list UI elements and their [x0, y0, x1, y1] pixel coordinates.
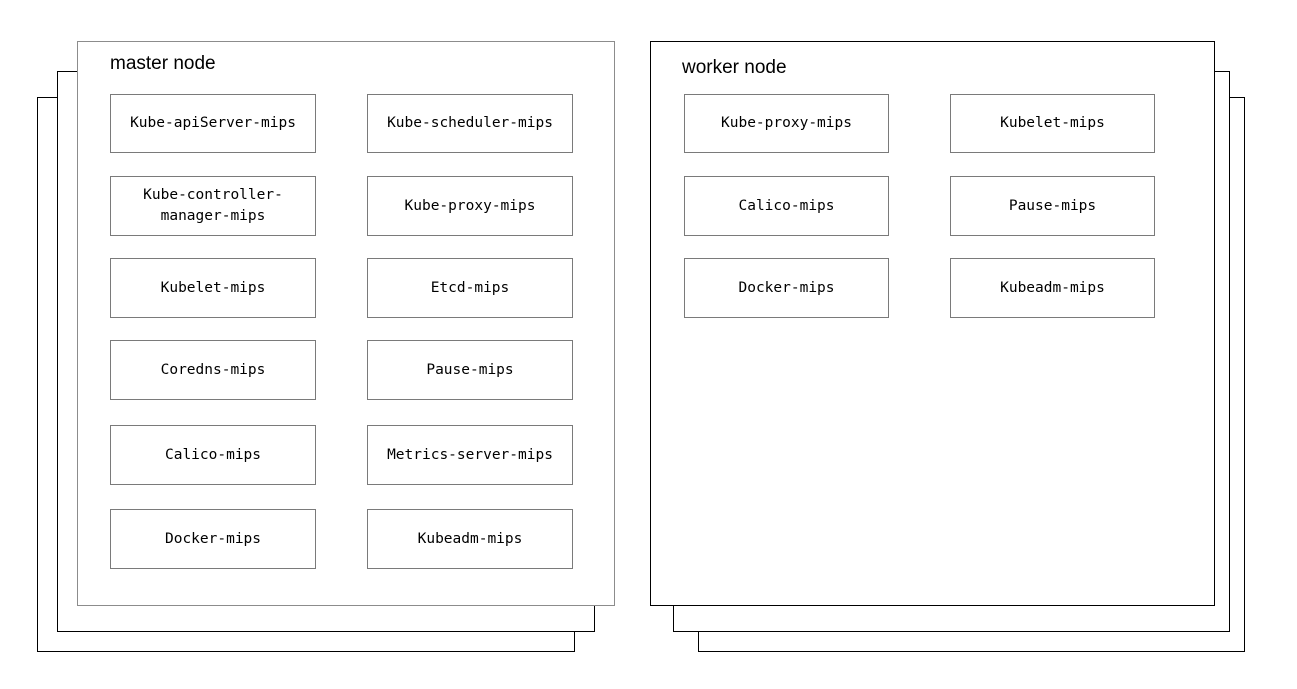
component-label: Kube-apiServer-mips: [130, 115, 296, 131]
component-box-pause[interactable]: Pause-mips: [367, 340, 573, 400]
component-box-kube-proxy[interactable]: Kube-proxy-mips: [684, 94, 889, 153]
component-box-kube-controller-manager[interactable]: Kube-controller-manager-mips: [110, 176, 316, 236]
component-box-coredns[interactable]: Coredns-mips: [110, 340, 316, 400]
component-label: Kubelet-mips: [1000, 115, 1105, 131]
component-label: Pause-mips: [426, 361, 514, 378]
master-node-title: master node: [110, 53, 216, 74]
component-label: Kubelet-mips: [160, 279, 266, 296]
component-label: Docker-mips: [164, 530, 262, 547]
component-label: Pause-mips: [1008, 197, 1097, 214]
component-label: Kube-controller-manager-mips: [143, 187, 283, 224]
component-label: Kubeadm-mips: [417, 530, 523, 547]
component-label: Kube-proxy-mips: [721, 115, 852, 131]
component-label: Kube-scheduler-mips: [387, 115, 553, 131]
component-label: Kube-proxy-mips: [404, 197, 536, 214]
component-label: Calico-mips: [738, 197, 835, 214]
component-box-docker[interactable]: Docker-mips: [110, 509, 316, 569]
master-node-card[interactable]: master node Kube-apiServer-mips Kube-con…: [77, 41, 615, 606]
component-box-kube-scheduler[interactable]: Kube-scheduler-mips: [367, 94, 573, 153]
component-box-calico[interactable]: Calico-mips: [110, 425, 316, 485]
component-label: Kubeadm-mips: [1000, 279, 1105, 296]
component-label: Calico-mips: [164, 446, 262, 463]
component-box-kubelet[interactable]: Kubelet-mips: [110, 258, 316, 318]
component-box-kubelet[interactable]: Kubelet-mips: [950, 94, 1155, 153]
component-box-docker[interactable]: Docker-mips: [684, 258, 889, 318]
component-box-metrics-server[interactable]: Metrics-server-mips: [367, 425, 573, 485]
component-box-etcd[interactable]: Etcd-mips: [367, 258, 573, 318]
component-box-kubeadm[interactable]: Kubeadm-mips: [950, 258, 1155, 318]
component-label: Docker-mips: [738, 279, 835, 296]
worker-node-card[interactable]: worker node Kube-proxy-mips Calico-mips …: [650, 41, 1215, 606]
component-box-calico[interactable]: Calico-mips: [684, 176, 889, 236]
component-box-kube-apiserver[interactable]: Kube-apiServer-mips: [110, 94, 316, 153]
component-label: Coredns-mips: [160, 361, 266, 378]
component-label: Metrics-server-mips: [387, 446, 553, 463]
worker-node-title: worker node: [682, 57, 787, 78]
component-label: Etcd-mips: [430, 279, 510, 296]
component-box-pause[interactable]: Pause-mips: [950, 176, 1155, 236]
component-box-kube-proxy[interactable]: Kube-proxy-mips: [367, 176, 573, 236]
component-box-kubeadm[interactable]: Kubeadm-mips: [367, 509, 573, 569]
